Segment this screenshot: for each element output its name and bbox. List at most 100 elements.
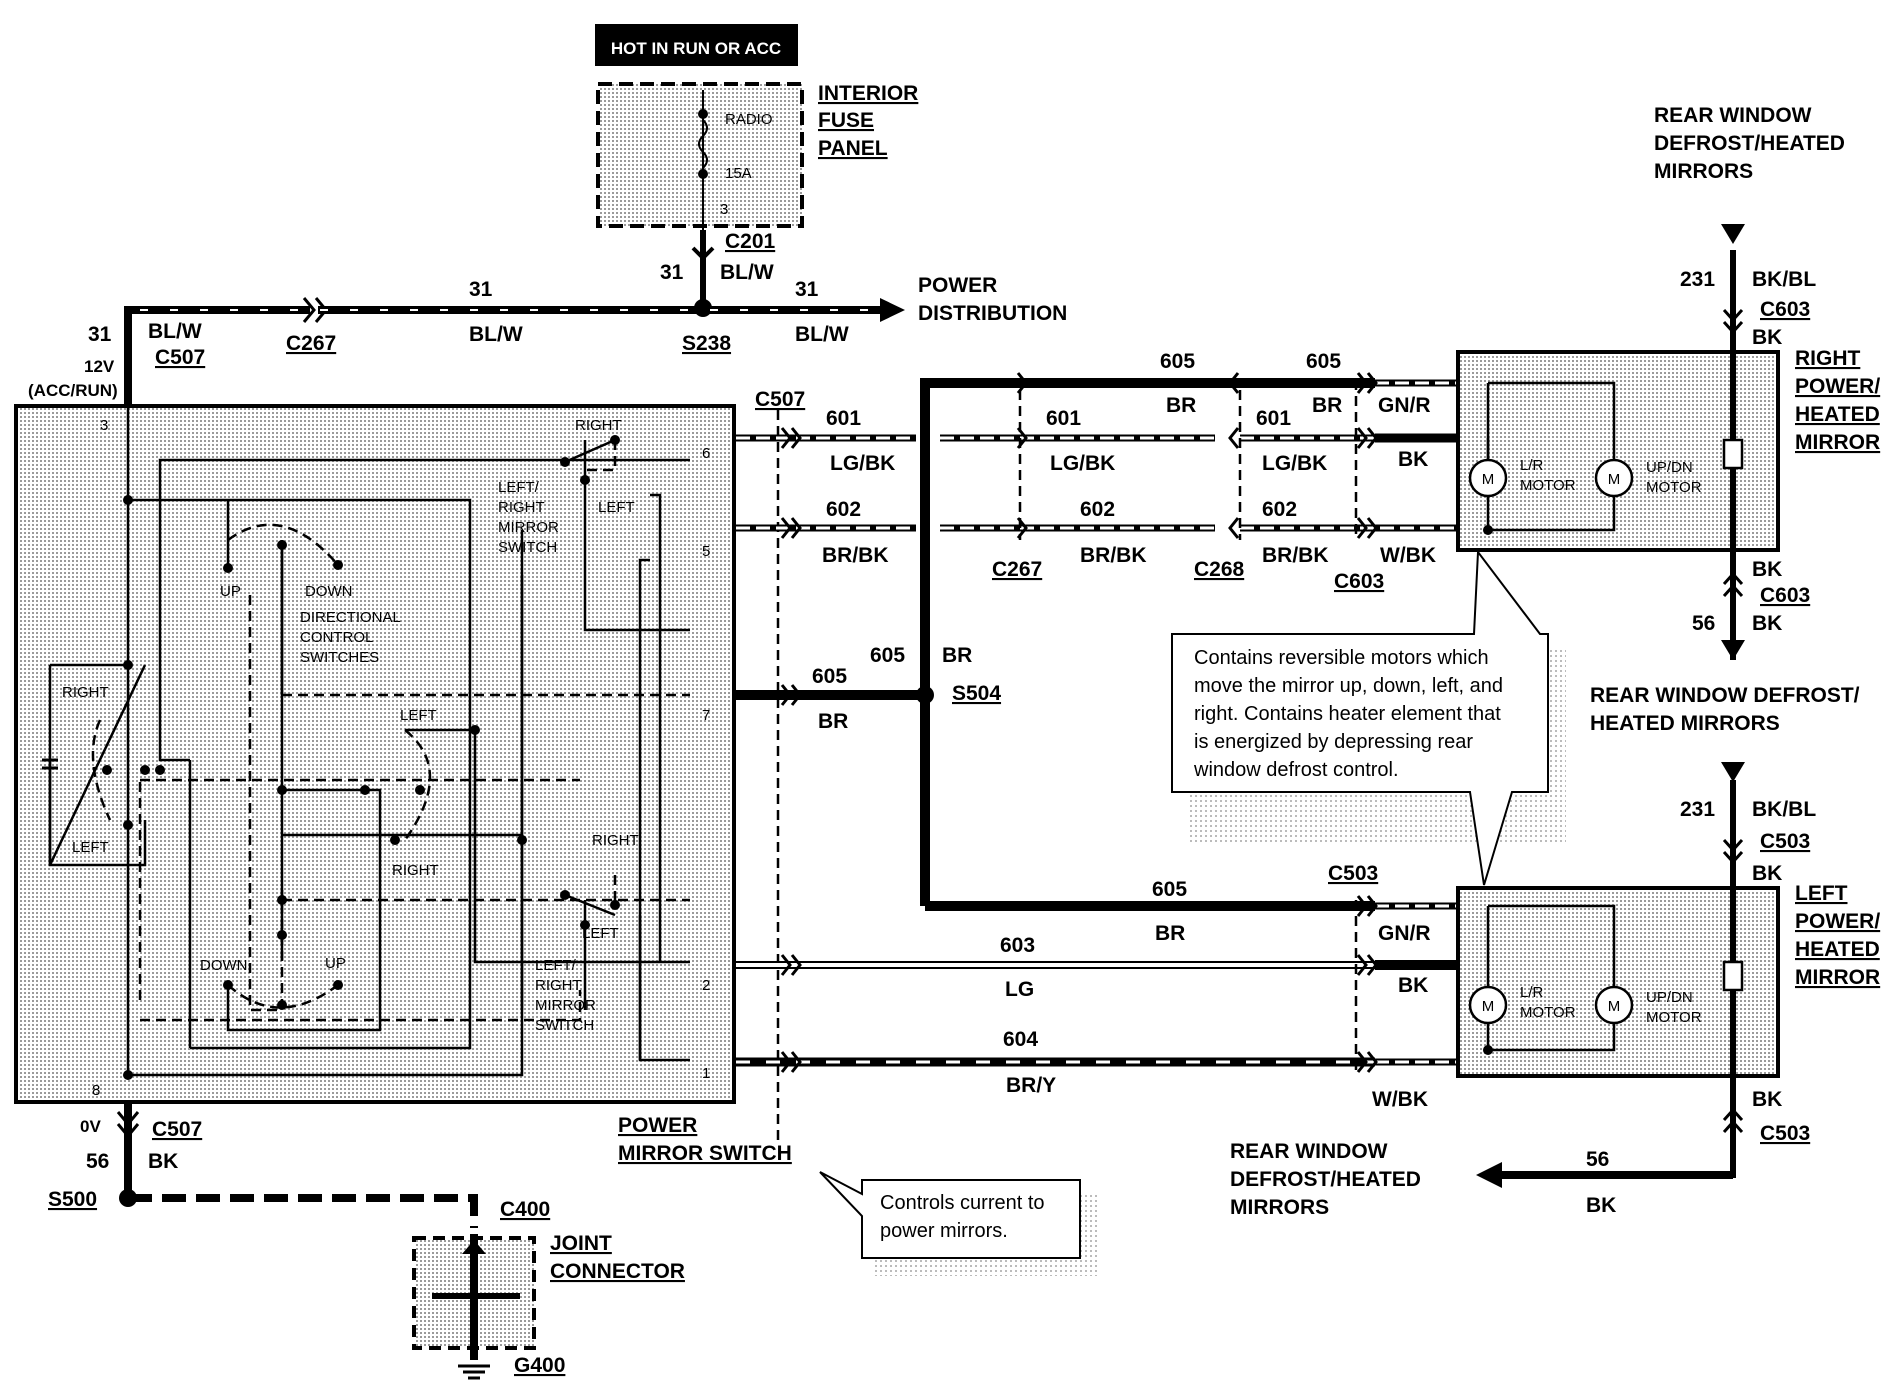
top-power-bus: C201 BL/W 31 31 BL/W C507 12V (ACC/RUN) …	[28, 230, 1067, 405]
ground-circuit: 0V C507 56 BK S500 C400 JOINT CONNECTOR …	[48, 1102, 685, 1380]
output-wiring: C507	[736, 350, 1460, 1140]
wire-605-a-number: 605	[812, 665, 847, 688]
fuse-panel-line1: INTERIOR	[818, 82, 918, 105]
c201-label: C201	[725, 230, 776, 253]
left-c503-top: C503	[1760, 830, 1810, 853]
joint-connector-line2: CONNECTOR	[550, 1260, 685, 1283]
right-c603-top: C603	[1760, 298, 1810, 321]
switch-pin-3: 3	[100, 417, 108, 434]
lr-switch-top-line4: SWITCH	[498, 539, 557, 556]
left-updn-motor-line1: UP/DN	[1646, 989, 1693, 1006]
power-distribution-line2: DISTRIBUTION	[918, 302, 1067, 325]
bk-bottom-label: BK	[1398, 974, 1428, 997]
left-mirror-label-line2: POWER/	[1795, 910, 1880, 933]
wire-602-a-number: 602	[826, 498, 861, 521]
switch-left-lower: LEFT	[582, 925, 619, 942]
switch-up-lower: UP	[325, 955, 346, 972]
switch-pin-1: 1	[702, 1065, 710, 1082]
right-bus-number: 31	[795, 278, 819, 301]
right-bus-color: BL/W	[795, 323, 849, 346]
left-231-color: BK/BL	[1752, 798, 1816, 821]
switch-callout: Controls current to power mirrors.	[819, 1171, 1100, 1276]
right-mirror-label-line3: HEATED	[1795, 403, 1880, 426]
wire-605-a-color: BR	[818, 710, 848, 733]
c507-right-label: C507	[755, 388, 805, 411]
right-bk-bottom: BK	[1752, 558, 1782, 581]
switch-callout-line1: Controls current to	[880, 1192, 1045, 1214]
switch-left-side: LEFT	[72, 839, 109, 856]
right-updn-m: M	[1608, 471, 1621, 488]
right-top-title-line3: MIRRORS	[1654, 160, 1753, 183]
wire-602-a-color: BR/BK	[822, 544, 889, 567]
left-lr-m: M	[1482, 998, 1495, 1015]
wire-605-b-color: BR	[942, 644, 972, 667]
switch-pin-2: 2	[702, 977, 710, 994]
wire-605-b-number: 605	[870, 644, 905, 667]
right-56-color: BK	[1752, 612, 1782, 635]
wire-601-b-number: 601	[1046, 407, 1081, 430]
right-lr-motor-line1: L/R	[1520, 457, 1544, 474]
right-c603-bottom: C603	[1760, 584, 1810, 607]
mirror-callout-line1: Contains reversible motors which	[1194, 647, 1489, 669]
fuse-amps-label: 15A	[725, 165, 752, 182]
wire-604-color: BR/Y	[1006, 1074, 1056, 1097]
lr-switch-top-line3: MIRROR	[498, 519, 559, 536]
switch-left-top: LEFT	[598, 499, 635, 516]
mirror-callout-line3: right. Contains heater element that	[1194, 703, 1501, 725]
wire-601-c-number: 601	[1256, 407, 1291, 430]
right-updn-motor-line1: UP/DN	[1646, 459, 1693, 476]
lr-switch-bottom-line4: SWITCH	[535, 1017, 594, 1034]
left-bottom-title-line3: MIRRORS	[1230, 1196, 1329, 1219]
bk-top-label: BK	[1398, 448, 1428, 471]
wire-602-c-color: BR/BK	[1262, 544, 1329, 567]
ground-c507-label: C507	[152, 1118, 202, 1141]
hot-in-run-box: HOT IN RUN OR ACC	[595, 24, 798, 66]
gnr-bottom-label: GN/R	[1378, 922, 1431, 945]
acc-run-label: (ACC/RUN)	[28, 381, 118, 400]
c603-mid-label: C603	[1334, 570, 1384, 593]
power-mirror-switch-line1: POWER	[618, 1114, 697, 1137]
wire-605-top1-color: BR	[1166, 394, 1196, 417]
c201-wire-number: 31	[660, 261, 684, 284]
left-top-title-line1: REAR WINDOW DEFROST/	[1590, 684, 1860, 707]
wire-603-number: 603	[1000, 934, 1035, 957]
left-updn-m: M	[1608, 998, 1621, 1015]
left-updn-motor-line2: MOTOR	[1646, 1009, 1702, 1026]
left-bk-bottom: BK	[1752, 1088, 1782, 1111]
dir-switches-line3: SWITCHES	[300, 649, 379, 666]
s500-label: S500	[48, 1188, 97, 1211]
c267-mid-label: C267	[992, 558, 1042, 581]
wire-602-b-color: BR/BK	[1080, 544, 1147, 567]
right-lr-motor-line2: MOTOR	[1520, 477, 1576, 494]
right-mirror-label-line4: MIRROR	[1795, 431, 1880, 454]
left-power-heated-mirror: M M L/R MOTOR UP/DN MOTOR LEFT POWER/ HE…	[1230, 684, 1880, 1219]
left-56-number: 56	[1586, 1148, 1609, 1171]
switch-callout-line2: power mirrors.	[880, 1220, 1008, 1242]
lr-switch-bottom-line3: MIRROR	[535, 997, 596, 1014]
interior-fuse-panel: RADIO 15A 3 INTERIOR FUSE PANEL	[596, 82, 918, 230]
switch-left-mid: LEFT	[400, 707, 437, 724]
switch-down-lower: DOWN	[200, 957, 248, 974]
gnr-top-label: GN/R	[1378, 394, 1431, 417]
wire-601-a-number: 601	[826, 407, 861, 430]
fuse-pin-label: 3	[720, 201, 728, 218]
switch-down-label: DOWN	[305, 583, 353, 600]
switch-right-lower: RIGHT	[592, 832, 639, 849]
wire-603-color: LG	[1005, 978, 1034, 1001]
right-lr-m: M	[1482, 471, 1495, 488]
left-lr-motor-line2: MOTOR	[1520, 1004, 1576, 1021]
wire-601-b-color: LG/BK	[1050, 452, 1115, 475]
wire-601-a-color: LG/BK	[830, 452, 895, 475]
wire-604-number: 604	[1003, 1028, 1038, 1051]
left-mirror-label-line4: MIRROR	[1795, 966, 1880, 989]
radio-fuse-label: RADIO	[725, 111, 773, 128]
left-bottom-title-line1: REAR WINDOW	[1230, 1140, 1388, 1163]
wire-605-bottom-number: 605	[1152, 878, 1187, 901]
ground-wire-color: BK	[148, 1150, 178, 1173]
left-bus-color: BL/W	[148, 320, 202, 343]
lr-switch-bottom-line1: LEFT/	[535, 957, 577, 974]
left-bottom-title-line2: DEFROST/HEATED	[1230, 1168, 1421, 1191]
right-mirror-label-line1: RIGHT	[1795, 347, 1861, 370]
power-mirror-switch: 3 6 5 7 2 1 8 RIGHT LEFT LEFT/ RIGHT MIR…	[14, 404, 792, 1165]
